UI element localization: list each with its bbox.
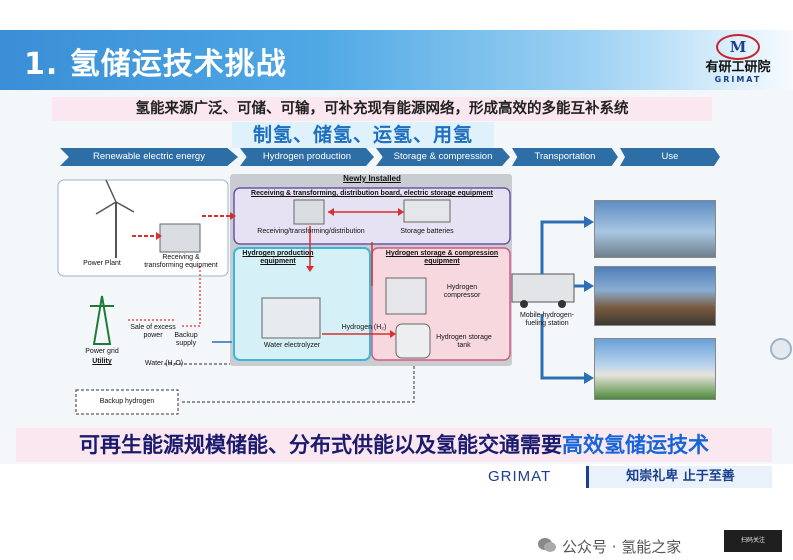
flow-diagram: Newly Installed Receiving & transforming… <box>52 166 716 420</box>
power-grid-label: Power grid <box>85 348 119 355</box>
watermark-text: 公众号 · 氢能之家 <box>562 538 682 556</box>
power-plant-label: Power Plant <box>83 260 121 267</box>
electrolyzer-icon <box>261 297 321 339</box>
qr-code-badge: 扫码关注 <box>724 530 782 552</box>
industrial-plant-photo <box>594 266 716 326</box>
title-bar: 1. 氢储运技术挑战 M 有研工研院 GRIMAT <box>0 30 793 90</box>
slide: 1. 氢储运技术挑战 M 有研工研院 GRIMAT 氢能来源广泛、可储、可输，可… <box>0 30 793 492</box>
stage-transportation: Transportation <box>512 148 618 166</box>
footer-motto: 知崇礼卑 止于至善 <box>586 466 772 488</box>
logo-mark-icon: M <box>716 34 760 60</box>
fuel-cell-vehicles-photo <box>594 200 716 258</box>
utility-label: Utility <box>92 358 112 365</box>
grimat-logo: M 有研工研院 GRIMAT <box>690 34 786 86</box>
stage-bar: Renewable electric energy Hydrogen produ… <box>60 148 720 166</box>
production-equipment-label: Hydrogen production equipment <box>242 250 314 265</box>
storage-tank-icon <box>395 323 431 359</box>
bottom-summary-text: 可再生能源规模储能、分布式供能以及氢能交通需要 <box>79 433 562 457</box>
logo-en-text: GRIMAT <box>714 75 762 84</box>
diagram-svg <box>57 174 594 415</box>
newly-installed-label: Newly Installed <box>343 174 401 183</box>
bottom-summary-highlight: 高效氢储运技术 <box>562 433 709 457</box>
water-electrolyzer-label: Water electrolyzer <box>263 342 321 349</box>
intro-text: 氢能来源广泛、可储、可输，可补充现有能源网络，形成高效的多能互补系统 <box>52 97 712 121</box>
footer-brand: GRIMAT <box>488 468 552 485</box>
truck-icon <box>511 273 575 303</box>
water-label: Water (H₂O) <box>144 360 184 367</box>
transformer-icon <box>159 223 201 253</box>
hydrogen-compressor-label: Hydrogen compressor <box>443 284 481 299</box>
compressor-icon <box>385 277 427 315</box>
battery-rack-icon <box>403 199 451 223</box>
stage-production: Hydrogen production <box>240 148 374 166</box>
logo-cn-text: 有研工研院 <box>705 60 771 75</box>
backup-hydrogen-box <box>75 389 179 415</box>
stage-storage: Storage & compression <box>376 148 510 166</box>
slide-footer: GRIMAT 知崇礼卑 止于至善 <box>0 464 793 492</box>
banner-title: 制氢、储氢、运氢、用氢 <box>232 122 494 148</box>
grid-tower-icon <box>92 295 112 345</box>
distribution-cabinet-icon <box>293 199 325 225</box>
hydrogen-flow-label: Hydrogen (H₂) <box>341 324 387 331</box>
receiving-box-title: Receiving & transforming, distribution b… <box>251 190 493 197</box>
wechat-icon <box>538 538 556 552</box>
bottom-summary: 可再生能源规模储能、分布式供能以及氢能交通需要高效氢储运技术 <box>16 428 772 462</box>
slide-nav-dot-icon[interactable] <box>770 338 792 360</box>
backup-hydrogen-label: Backup hydrogen <box>99 398 155 405</box>
stage-renewable: Renewable electric energy <box>60 148 238 166</box>
storage-box-title: Hydrogen storage & compression equipment <box>385 250 499 265</box>
slide-title: 1. 氢储运技术挑战 <box>24 47 287 82</box>
mobile-station-label: Mobile hydrogen-fueling station <box>519 312 575 327</box>
stage-use: Use <box>620 148 720 166</box>
backup-supply-label: Backup supply <box>174 332 198 347</box>
receiving-distribution-label: Receiving/transforming/distribution <box>257 228 365 235</box>
hydrogen-tank-label: Hydrogen storage tank <box>436 334 492 349</box>
storage-batteries-label: Storage batteries <box>400 228 454 235</box>
receiving-equipment-label: Receiving & transforming equipment <box>144 254 218 269</box>
residential-house-photo <box>594 338 716 400</box>
sale-excess-label: Sale of excess power <box>130 324 176 339</box>
